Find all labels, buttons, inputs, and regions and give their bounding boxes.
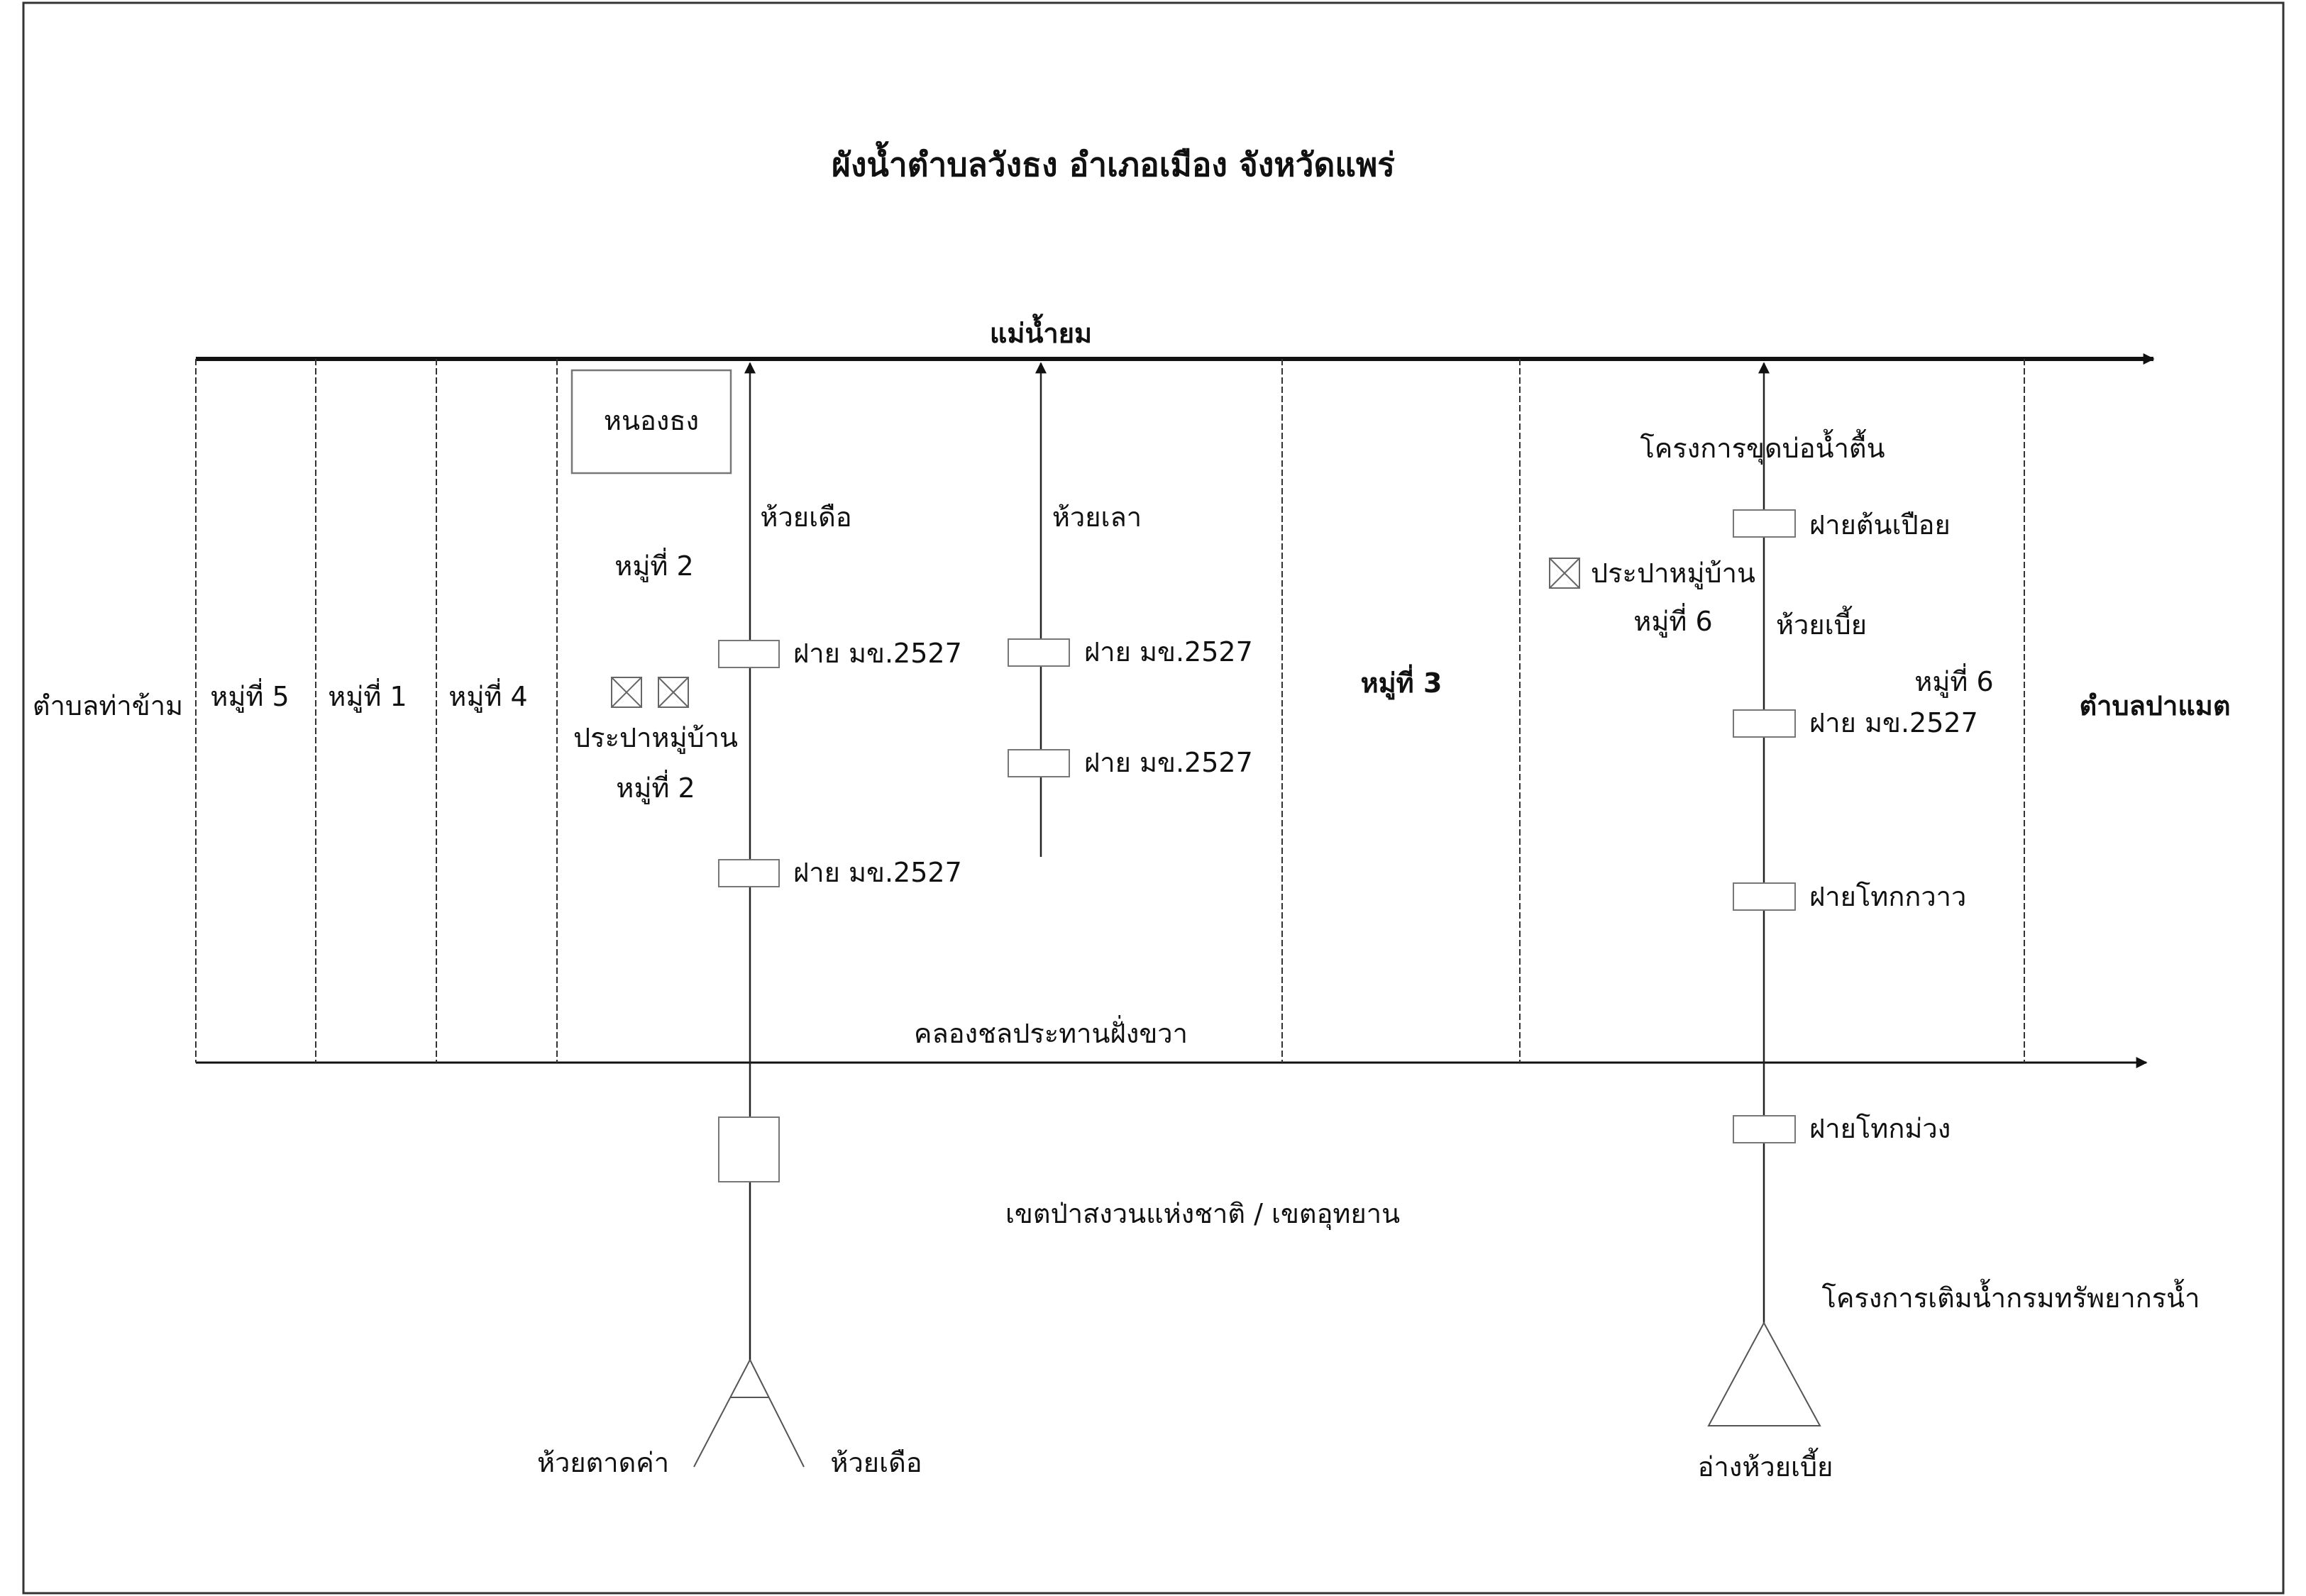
waterworks-village: หมู่ที่ 6 (1633, 603, 1712, 638)
weir-icon (1733, 509, 1796, 538)
weir-label: ฝาย มข.2527 (1084, 636, 1253, 667)
village-moo5: หมู่ที่ 5 (210, 678, 289, 713)
forest-gate-box (718, 1116, 780, 1182)
outer-frame (22, 1, 2285, 1595)
weir-label: ฝายโทกกวาว (1809, 881, 1966, 912)
stream-name: ห้วยเบี้ย (1776, 605, 1867, 641)
recharge-project-label: โครงการเติมน้ำกรมทรัพยากรน้ำ (1822, 1278, 2200, 1314)
river-label: แม่น้ำยม (990, 314, 1092, 349)
weir-label: ฝาย มข.2527 (793, 638, 962, 669)
weir-label: ฝาย มข.2527 (1809, 707, 1978, 738)
west-boundary-label: ตำบลท่าข้าม (33, 690, 183, 721)
canal-label: คลองชลประทานฝั่งขวา (914, 1015, 1188, 1049)
stream-name: ห้วยเดือ (760, 501, 851, 533)
village-moo1: หมู่ที่ 1 (328, 678, 407, 713)
weir-icon (718, 640, 780, 668)
source-stream-left: ห้วยตาดค่า (537, 1447, 669, 1478)
weir-icon (1008, 638, 1070, 667)
waterworks-icon (1549, 558, 1580, 589)
weir-icon (1733, 709, 1796, 738)
village-moo2: หมู่ที่ 2 (614, 548, 693, 582)
waterworks-icon (611, 677, 642, 708)
stream-name: ห้วยเลา (1052, 501, 1142, 533)
waterworks-label: ประปาหมู่บ้าน (573, 722, 738, 754)
village-moo6: หมู่ที่ 6 (1914, 663, 1993, 698)
weir-label: ฝาย มข.2527 (1084, 747, 1253, 778)
reservoir-triangle-icon (1707, 1321, 1821, 1426)
weir-label: ฝาย มข.2527 (793, 857, 962, 888)
source-stream-right: ห้วยเดือ (830, 1447, 922, 1478)
weir-icon (1733, 882, 1796, 911)
east-boundary-label: ตำบลปาแมต (2079, 690, 2230, 721)
waterworks-village: หมู่ที่ 2 (616, 770, 695, 804)
weir-icon (1733, 1115, 1796, 1143)
weir-icon (718, 859, 780, 887)
pond-label: หนองธง (604, 405, 699, 436)
village-moo3: หมู่ที่ 3 (1361, 664, 1442, 700)
weir-label: ฝายต้นเปือย (1809, 509, 1951, 541)
pond-box (570, 369, 732, 475)
waterworks-label: ประปาหมู่บ้าน (1591, 558, 1755, 589)
diagram-title: ผังน้ำตำบลวังธง อำเภอเมือง จังหวัดแพร่ (832, 140, 1395, 184)
waterworks-icon (658, 677, 689, 708)
weir-icon (1008, 749, 1070, 777)
weir-label: ฝายโทกม่วง (1809, 1113, 1951, 1144)
stream-fork (693, 1359, 805, 1468)
shallow-well-project-label: โครงการขุดบ่อน้ำตื้น (1640, 428, 1885, 465)
village-moo4: หมู่ที่ 4 (448, 678, 527, 713)
forest-zone-label: เขตป่าสงวนแห่งชาติ / เขตอุทยาน (1005, 1198, 1400, 1230)
reservoir-label: อ่างห้วยเบี้ย (1698, 1447, 1833, 1483)
